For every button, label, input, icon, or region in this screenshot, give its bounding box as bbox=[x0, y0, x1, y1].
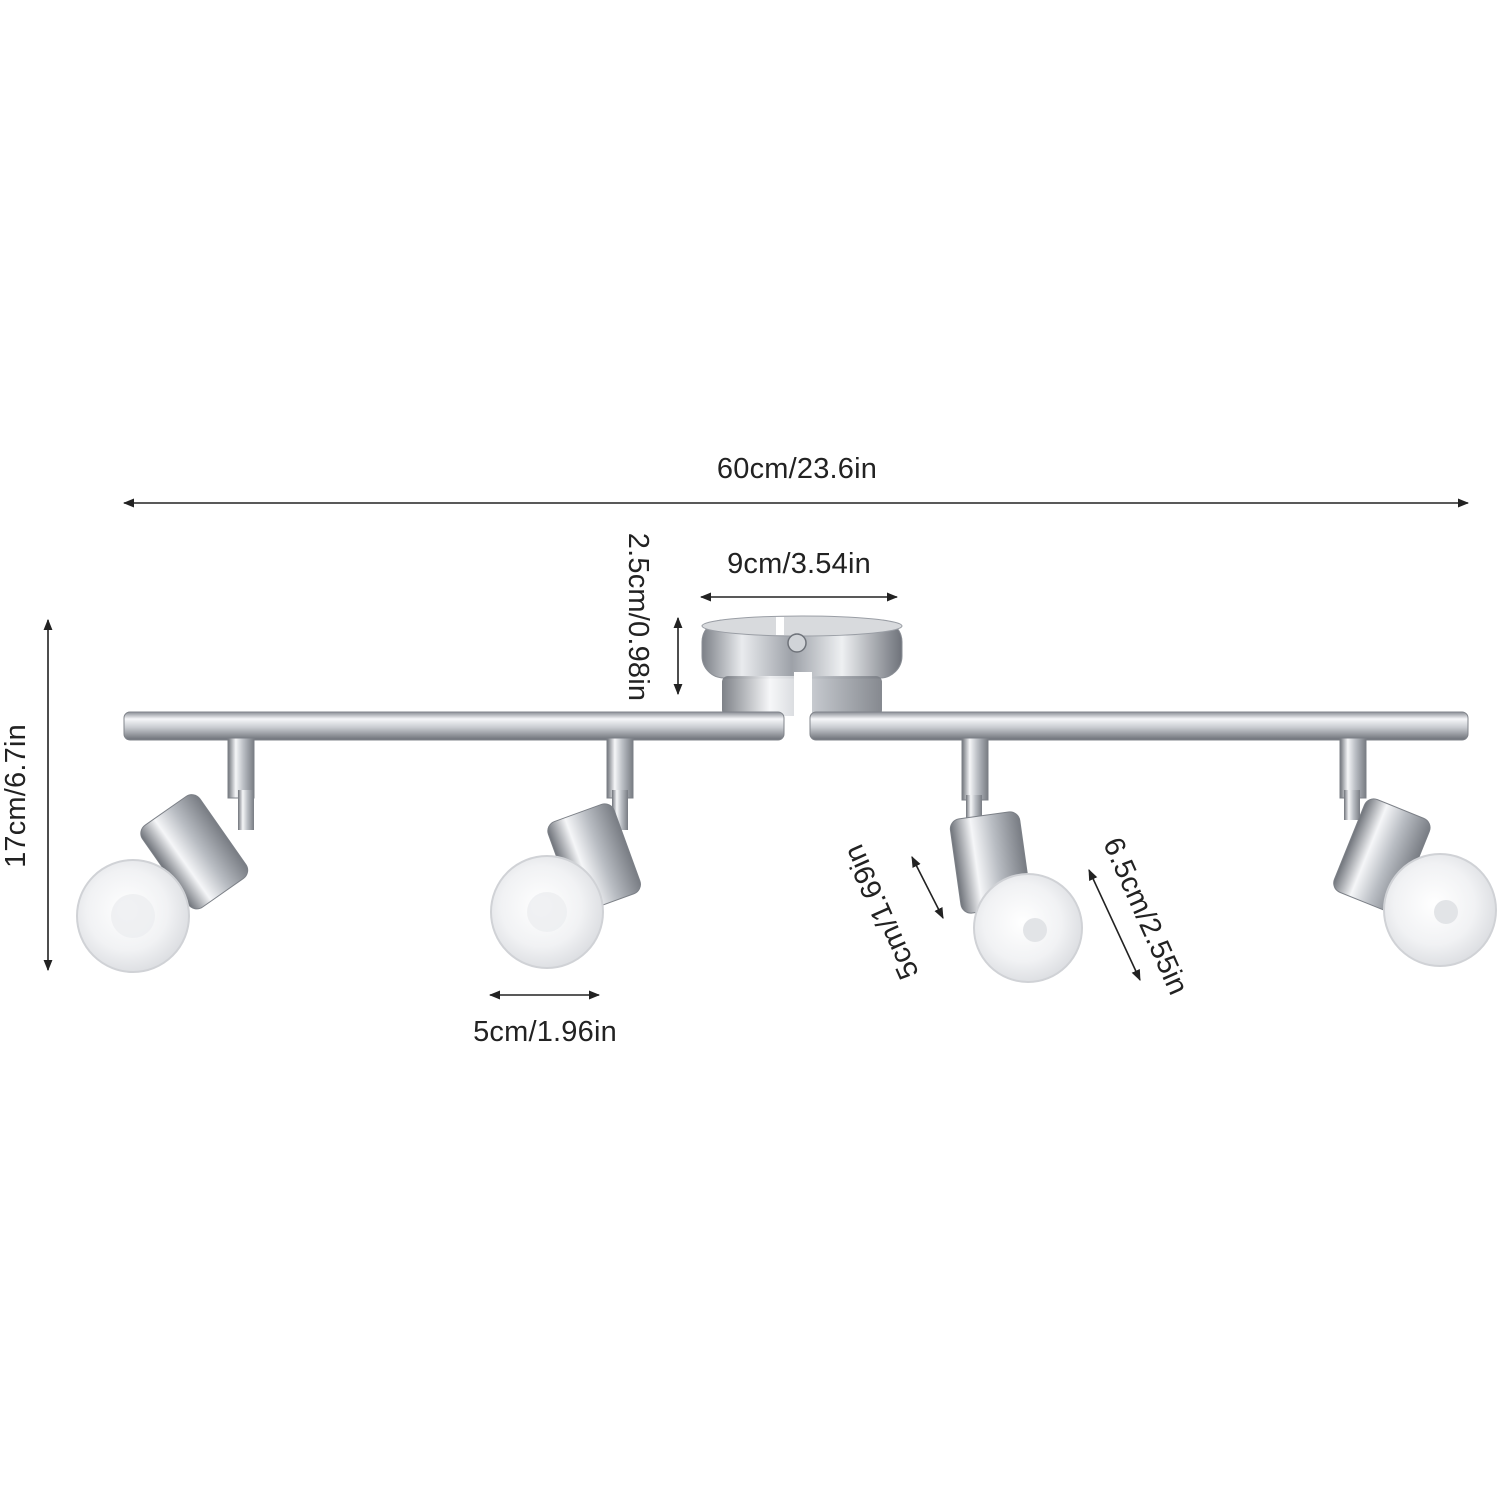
track-bar-left bbox=[123, 711, 785, 741]
track-bar-right bbox=[809, 711, 1469, 741]
overall-height-label: 17cm/6.7in bbox=[0, 724, 32, 868]
spotlight-3 bbox=[949, 737, 1083, 983]
bulb-length-arrow bbox=[1088, 868, 1141, 982]
canopy-height-label: 2.5cm/0.98in bbox=[622, 533, 654, 701]
spotlight-2 bbox=[490, 737, 641, 969]
total-width-label: 60cm/23.6in bbox=[717, 453, 877, 485]
bulb-diameter-label: 5cm/1.69in bbox=[838, 839, 926, 983]
spotlight-1 bbox=[76, 737, 255, 973]
ceiling-canopy bbox=[701, 615, 903, 720]
canopy-diameter-label: 9cm/3.54in bbox=[727, 548, 871, 580]
lamp-head-diameter-label: 5cm/1.96in bbox=[473, 1016, 617, 1048]
canopy-screw bbox=[787, 633, 807, 653]
bulb-diameter-arrow bbox=[911, 856, 944, 919]
spotlight-4 bbox=[1333, 737, 1497, 967]
